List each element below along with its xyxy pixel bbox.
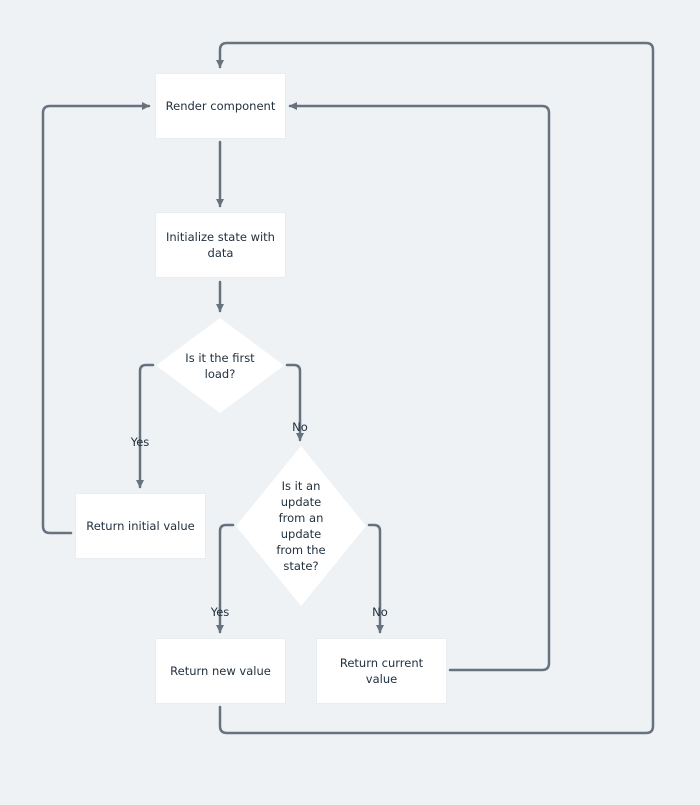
render-component-label: Render component bbox=[165, 99, 276, 113]
initialize-state-label: Initialize state with data bbox=[166, 230, 275, 260]
update-from-state-label: Is it an update from an update from the … bbox=[276, 479, 326, 573]
edge-return-initial-to-render bbox=[41, 102, 151, 535]
edge-return-new-to-render bbox=[216, 41, 655, 735]
edge-first-load-yes bbox=[136, 363, 155, 489]
return-initial-node: Return initial value bbox=[76, 494, 205, 558]
return-new-label: Return new value bbox=[170, 664, 271, 678]
edge-label-update-yes: Yes bbox=[210, 605, 230, 619]
first-load-diamond-shape bbox=[156, 318, 284, 413]
return-current-node: Return current value bbox=[317, 639, 446, 703]
return-current-label: Return current value bbox=[339, 656, 424, 686]
first-load-decision: Is it the first load? bbox=[156, 318, 284, 413]
edge-update-no bbox=[367, 523, 384, 634]
return-initial-label: Return initial value bbox=[86, 519, 195, 533]
update-diamond-shape bbox=[236, 446, 366, 606]
first-load-label: Is it the first load? bbox=[185, 350, 255, 381]
edge-update-yes bbox=[216, 523, 235, 634]
edge-first-load-no bbox=[285, 363, 304, 442]
initialize-state-node: Initialize state with data bbox=[156, 213, 285, 277]
edge-return-current-to-render bbox=[288, 102, 551, 672]
edge-label-update-no: No bbox=[372, 605, 388, 619]
return-new-node: Return new value bbox=[156, 639, 285, 703]
render-component-node: Render component bbox=[156, 74, 285, 138]
update-from-state-decision: Is it an update from an update from the … bbox=[236, 446, 366, 606]
edge-label-first-no: No bbox=[292, 420, 308, 434]
edge-label-first-yes: Yes bbox=[130, 435, 150, 449]
